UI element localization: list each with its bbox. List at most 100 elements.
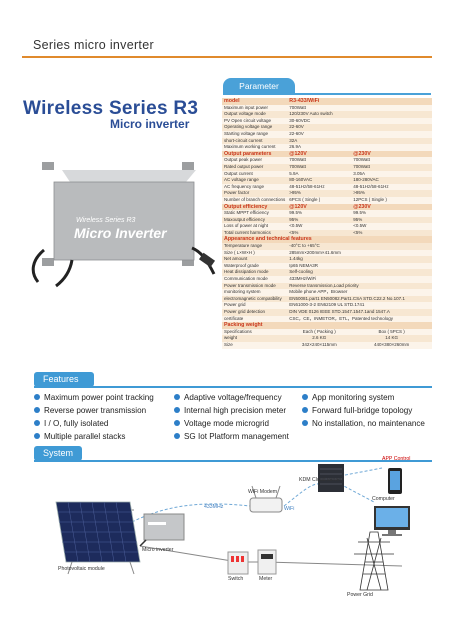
spec-cell: 22-60V	[287, 130, 432, 138]
bullet-icon	[34, 433, 40, 439]
spec-cell: CSC，CE，INMETOR，ETL，Patented technology	[287, 315, 432, 323]
spec-cell: Self-cooling	[287, 269, 432, 277]
feature-text: No installation, no maintenance	[312, 419, 425, 428]
spec-cell: 433MHz/WiFi	[287, 276, 432, 283]
system-tab: System	[34, 446, 82, 461]
features-divider	[34, 386, 432, 388]
bullet-icon	[302, 394, 308, 400]
spec-cell: >95%	[287, 190, 352, 197]
spec-cell: <5%	[351, 229, 432, 237]
spec-cell: 285mm×200mm×41.6mm	[287, 249, 432, 257]
computer-label: Computer	[372, 496, 395, 502]
spec-cell: short-circuit current	[222, 137, 288, 145]
spec-cell: DIN VDE 0126 IEEE STD.1547.1547.1and 154…	[287, 309, 432, 316]
spec-cell: Output voltage mode	[222, 111, 288, 118]
spec-cell: Static MPPT efficiency	[222, 210, 288, 217]
power-grid-tower-icon	[354, 531, 394, 591]
frequency-label: 433MHz	[204, 504, 224, 510]
spec-cell: 1.44kg	[287, 256, 432, 263]
feature-text: Internal high precision meter	[184, 406, 287, 415]
bullet-icon	[174, 420, 180, 426]
spec-cell: 700Watt	[287, 104, 432, 112]
spec-cell: 14 KG	[351, 335, 432, 342]
spec-cell: 48-51Hz/58-61Hz	[287, 183, 352, 191]
feature-item: Voltage mode microgrid	[174, 419, 269, 428]
spec-cell: R3-433/WiFi	[287, 98, 432, 105]
spec-cell: <0.5W	[287, 223, 352, 230]
wifi-modem-icon	[249, 485, 283, 513]
spec-cell: 12PCS ( Single )	[351, 196, 432, 204]
feature-item: App monitoring system	[302, 393, 394, 402]
spec-cell: weight	[222, 335, 288, 342]
cloud-server-label: KDM Cloud server	[299, 477, 342, 483]
spec-cell: 120/230V Auto switch	[287, 111, 432, 118]
spec-cell: @120V	[287, 150, 352, 158]
spec-cell: Appearance and technical features	[222, 236, 432, 244]
spec-cell: Mobile phone APP，Browser	[287, 289, 432, 296]
feature-text: Voltage mode microgrid	[184, 419, 270, 428]
spec-row: Size ( L×W×H )285mm×200mm×41.6mm	[222, 249, 432, 257]
spec-cell: 700Watt	[351, 157, 432, 164]
spec-cell: Ip65 NEMA3R	[287, 262, 432, 270]
spec-cell: Each ( Packing )	[287, 328, 352, 336]
spec-cell: 30-60VDC	[287, 117, 432, 125]
bullet-icon	[302, 420, 308, 426]
spec-cell: Power transmission mode	[222, 282, 288, 290]
meter-icon	[257, 549, 277, 575]
feature-item: Internal high precision meter	[174, 406, 286, 415]
spec-cell: Power factor	[222, 190, 288, 197]
wifi-label: WiFi	[284, 506, 295, 512]
app-control-label: APP Control	[382, 456, 411, 462]
spec-cell: 5.9A	[287, 170, 352, 178]
spec-cell: Number of branch connections	[222, 196, 288, 204]
bullet-icon	[34, 420, 40, 426]
header-divider	[22, 56, 432, 58]
feature-item: Adaptive voltage/frequency	[174, 393, 282, 402]
spec-cell: Waterproof grade	[222, 262, 288, 270]
parameter-tab: Parameter	[223, 78, 295, 94]
spec-cell: Power grid detection	[222, 309, 288, 316]
spec-cell: Starting voltage range	[222, 130, 288, 138]
bullet-icon	[174, 433, 180, 439]
spec-cell: 95%	[351, 216, 432, 224]
spec-cell: 342×240×115mm	[287, 341, 352, 349]
page-title: Series micro inverter	[33, 38, 154, 52]
spec-cell: @120V	[287, 203, 352, 211]
spec-cell: PV Open circuit voltage	[222, 117, 288, 125]
spec-cell: Size ( L×W×H )	[222, 249, 288, 257]
spec-cell: Output parameters	[222, 150, 288, 158]
spec-cell: Net amount	[222, 256, 288, 263]
product-label-main: Micro Inverter	[74, 225, 168, 241]
feature-text: Forward full-bridge topology	[312, 406, 413, 415]
spec-cell: 99.5%	[287, 210, 352, 217]
spec-cell: Rated output power	[222, 163, 288, 171]
spec-section-header: Packing weight	[222, 322, 432, 329]
power-grid-label: Power Grid	[347, 592, 373, 598]
bullet-icon	[174, 407, 180, 413]
feature-text: App monitoring system	[312, 393, 395, 402]
spec-cell: Maxoutput efficiency	[222, 216, 288, 224]
bullet-icon	[174, 394, 180, 400]
system-diagram: KDM Cloud server APP Control Computer Wi…	[22, 456, 432, 632]
spec-row: Power factor>95%>95%	[222, 190, 432, 197]
micro-inverter-image: Wireless Series R3 Micro Inverter	[31, 162, 216, 288]
system-divider	[34, 460, 432, 462]
spec-cell: Output current	[222, 170, 288, 178]
spec-section-header: Output parameters@120V@230V	[222, 150, 432, 158]
parameter-divider	[223, 93, 431, 95]
